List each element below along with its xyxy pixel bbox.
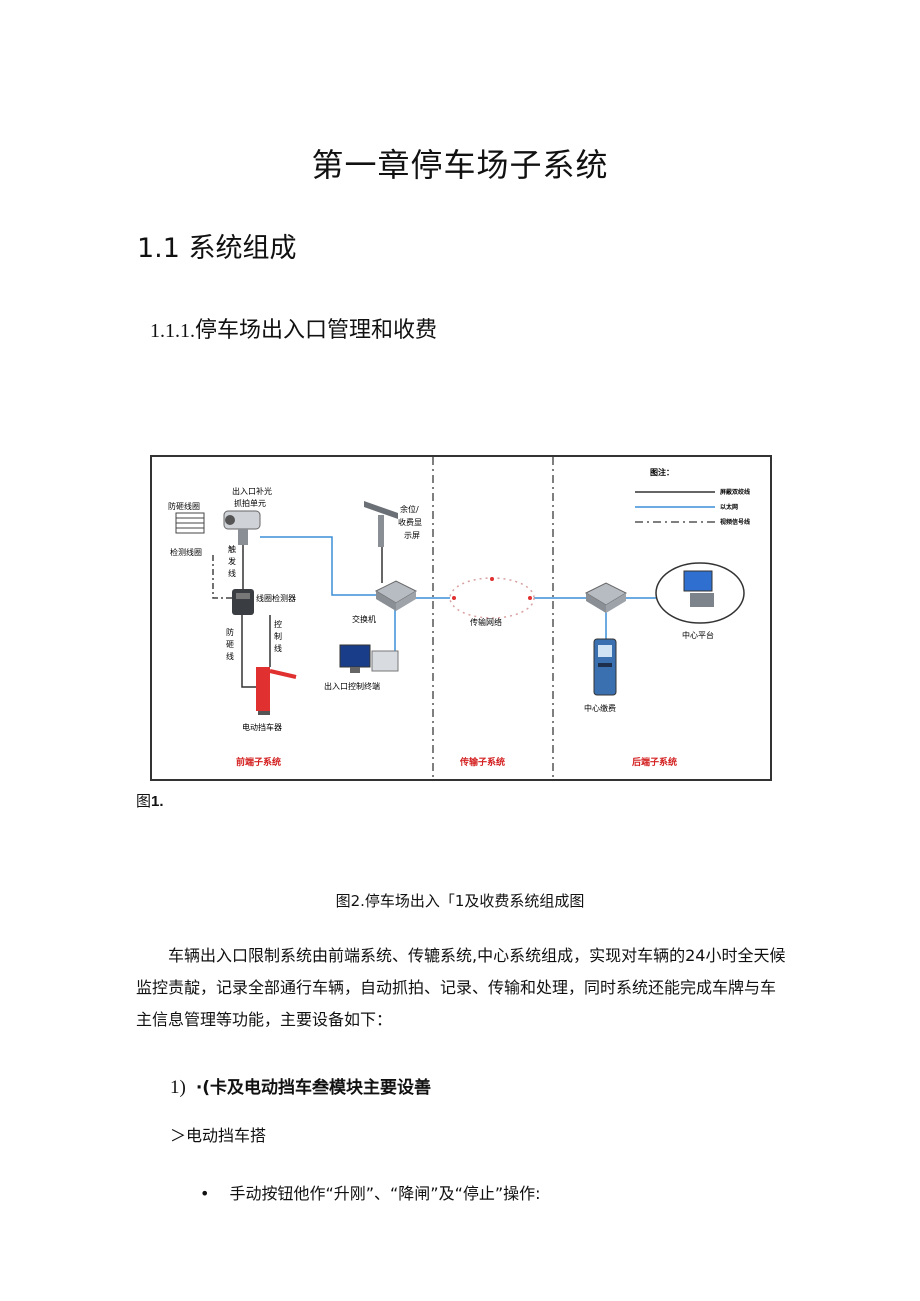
chapter-title: 第一章停车场子系统 (311, 146, 609, 184)
trigger-wire-label-3: 线 (228, 568, 236, 578)
anti-smash-coil-icon (175, 512, 205, 534)
legend-shielded: 屏蔽双绞线 (719, 488, 750, 496)
list-item-1-text: ·(卡及电动挡车叁模块主要设善 (195, 1078, 432, 1098)
anti-smash-wire-label-2: 砸 (226, 640, 234, 649)
figure-2-caption: 图2.停车场出入「1及收费系统组成图 (335, 892, 585, 910)
trigger-wire-label-2: 发 (228, 556, 236, 566)
camera-icon (223, 510, 261, 545)
figure-1-prefix: 图 (136, 792, 152, 810)
section-title: 1.1 系统组成 (137, 233, 297, 264)
computer-icon (683, 570, 714, 607)
figure-1-number: 1. (151, 793, 164, 810)
switch-icon (374, 580, 418, 611)
anti-smash-wire-label-1: 防 (226, 627, 234, 637)
anti-smash-coil-label: 防砸线圈 (168, 501, 200, 511)
figure-1-caption: 图1. (136, 790, 164, 811)
control-wire-label-1: 控 (274, 619, 282, 629)
payment-kiosk-icon (593, 638, 617, 696)
legend-video: 视频信号线 (720, 518, 750, 526)
trigger-wire-label-1: 触 (228, 544, 236, 554)
barrier-label: 电动挡车器 (242, 722, 282, 732)
back-subsystem-label: 后端子系统 (632, 756, 677, 768)
bullet-item: • 手动按钮他作“升刚”、“降闸”及“停止”操作: (200, 1180, 541, 1204)
display-label-3: 示屏 (404, 531, 420, 540)
coil-detector-icon (232, 589, 254, 615)
system-diagram: 图注： 屏蔽双绞线 以太网 视频信号线 防砸线圈 检测线圈 出入口补光 抓拍单元… (150, 455, 772, 781)
center-payment-label: 中心缴费 (584, 703, 616, 713)
legend-ethernet: 以太网 (720, 503, 738, 511)
control-terminal-label: 出入口控制终端 (324, 681, 380, 691)
back-switch-icon (584, 582, 628, 613)
bullet-dot: • (200, 1184, 210, 1203)
network-cloud-icon (449, 577, 535, 619)
control-wire-label-3: 线 (274, 643, 282, 653)
subsection-number: 1.1.1. (150, 320, 195, 342)
detect-coil-label: 检测线圈 (170, 547, 202, 557)
control-terminal-icon (339, 644, 399, 673)
anti-smash-wire-label-3: 线 (226, 651, 234, 661)
display-label-1: 余位/ (400, 504, 419, 514)
body-paragraph: 车辆出入口限制系统由前端系统、传辘系统,中心系统组成，实现对车辆的24小时全天候… (136, 946, 786, 1029)
capture-unit-label-1: 出入口补光 (232, 486, 272, 496)
list-item-1: 1) ·(卡及电动挡车叁模块主要设善 (170, 1073, 431, 1099)
barrier-gate-icon (256, 667, 297, 715)
display-screen-icon (364, 501, 398, 547)
front-subsystem-label: 前端子系统 (236, 756, 281, 768)
display-label-2: 收费显 (398, 517, 422, 527)
coil-detector-label: 线圈检测器 (256, 593, 296, 603)
switch-label: 交换机 (352, 614, 376, 624)
legend: 图注： 屏蔽双绞线 以太网 视频信号线 (635, 467, 750, 526)
legend-title: 图注： (650, 467, 674, 477)
transport-subsystem-label: 传输子系统 (459, 756, 505, 768)
center-platform-label: 中心平台 (682, 630, 714, 640)
list-item-1-number: 1) (170, 1077, 186, 1098)
capture-unit-label-2: 抓拍单元 (234, 498, 266, 508)
list-item-2: ＞电动挡车搭 (170, 1126, 267, 1145)
subsection-heading: 1.1.1.停车场出入口管理和收费 (150, 312, 437, 344)
control-wire-label-2: 制 (274, 631, 282, 641)
transport-network-label: 传输网络 (470, 617, 502, 627)
bullet-text: 手动按钮他作“升刚”、“降闸”及“停止”操作: (229, 1184, 541, 1203)
diagram-frame (150, 455, 772, 781)
subsection-title: 停车场出入口管理和收费 (195, 318, 438, 343)
